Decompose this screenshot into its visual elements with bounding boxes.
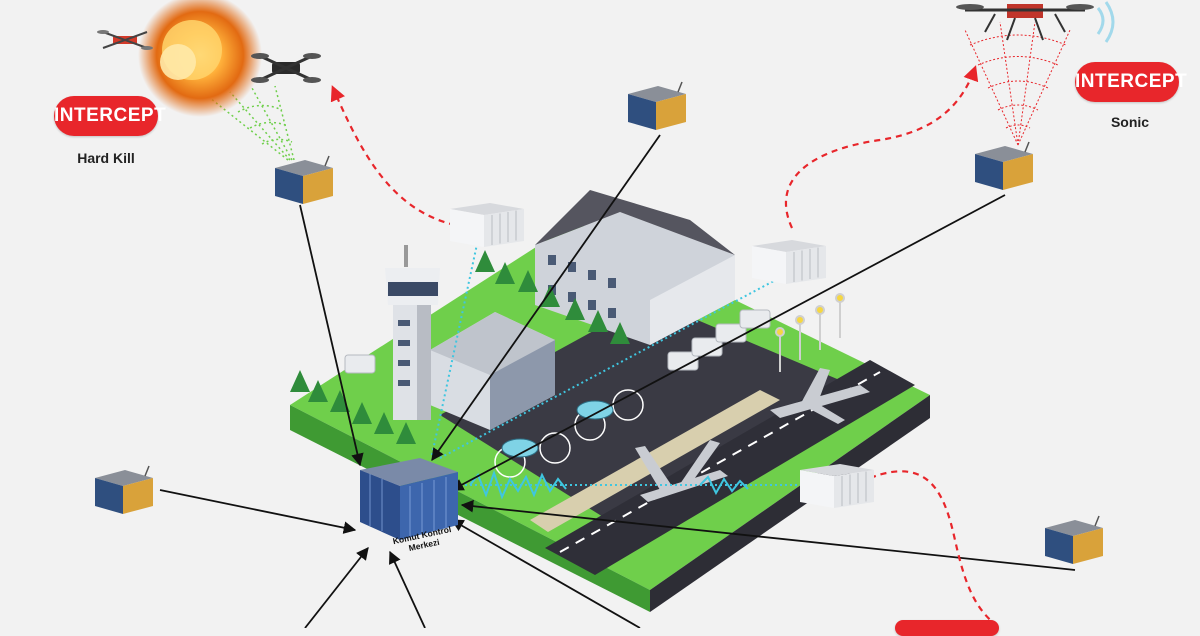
intercept-paths (330, 65, 1001, 629)
sensor-container-icon (275, 155, 333, 204)
data-link-arrows (159, 134, 1076, 629)
jammer-container-icon (800, 464, 874, 508)
explosion-icon (138, 0, 262, 117)
sensor-container-icon (1045, 515, 1103, 564)
command-center-icon (360, 458, 458, 540)
jammer-container-icon (752, 240, 826, 284)
intercept-badge-partial (895, 620, 999, 636)
destroyed-drone-icon (97, 30, 153, 50)
sensor-container-icon (975, 141, 1033, 190)
drone-emission-arcs (1096, 1, 1115, 43)
radar-signal-beams (431, 229, 810, 500)
sensor-container-icon (95, 465, 153, 514)
hard-kill-beam (209, 85, 295, 161)
quadcopter-drone-icon (251, 53, 321, 83)
jammer-container-icon (450, 203, 524, 247)
sonic-caption: Sonic (1110, 114, 1150, 130)
sensor-container-icon (628, 81, 686, 130)
hard-kill-caption: Hard Kill (77, 150, 135, 166)
intercept-hard-kill-badge: INTERCEPT (54, 96, 166, 136)
intercept-sonic-badge: INTERCEPT (1075, 62, 1187, 102)
sonic-beam (964, 21, 1071, 146)
airport-island (290, 190, 930, 612)
quadcopter-drone-icon (956, 4, 1094, 41)
